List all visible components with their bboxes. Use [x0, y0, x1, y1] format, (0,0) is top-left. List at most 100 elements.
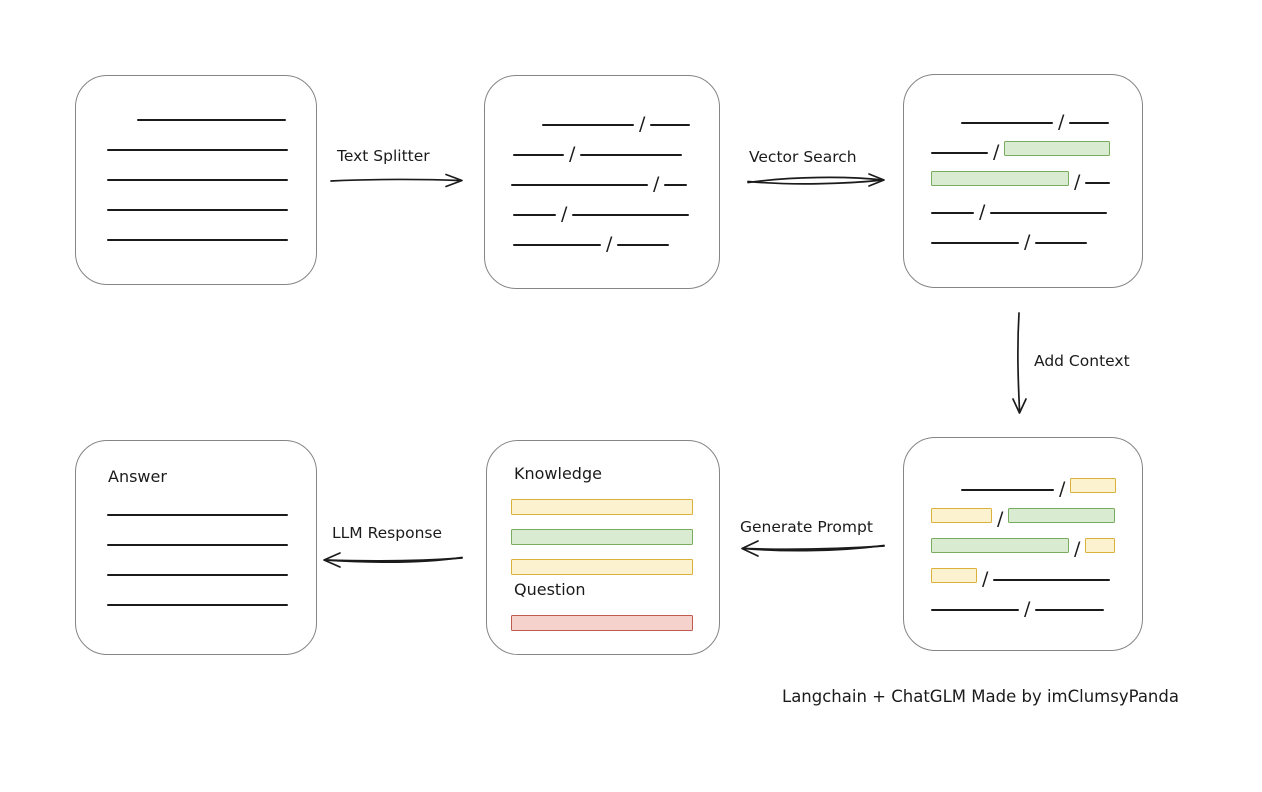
generate-prompt-label: Generate Prompt [740, 518, 873, 536]
text-line [107, 149, 288, 151]
text-line [664, 184, 688, 186]
text-line [1069, 122, 1110, 124]
red-highlight-chip [511, 615, 693, 631]
chunk-separator: / [1058, 111, 1065, 133]
diagram-row: / [931, 523, 1142, 560]
yellow-highlight-chip [1070, 478, 1117, 493]
chunk-separator: / [1059, 478, 1066, 500]
diagram-row [511, 601, 719, 631]
matched-chunk-lines: / / / / / [904, 75, 1142, 253]
diagram-row [107, 123, 316, 153]
diagram-row: / [931, 216, 1142, 253]
chunk-separator: / [997, 508, 1004, 530]
chunk-separator: / [1074, 171, 1081, 193]
text-line [107, 604, 288, 606]
box-title: Question [514, 580, 586, 599]
context-chunks-box: ///// [903, 437, 1143, 651]
text-line [107, 574, 288, 576]
chunk-separator: / [1074, 538, 1081, 560]
green-highlight-chip [931, 171, 1069, 186]
text-line [107, 514, 288, 516]
text-line [572, 214, 690, 216]
text-line [542, 124, 634, 126]
text-line [931, 152, 988, 154]
text-line [513, 214, 556, 216]
yellow-highlight-chip [931, 568, 977, 583]
chunk-separator: / [606, 233, 613, 255]
diagram-row: Question [514, 575, 719, 601]
text-line [1035, 242, 1088, 244]
diagram-row: Answer [108, 460, 316, 488]
text-line [107, 239, 288, 241]
diagram-row [107, 518, 316, 548]
diagram-row: / [961, 463, 1142, 500]
chunk-separator: / [993, 141, 1000, 163]
yellow-highlight-chip [511, 559, 693, 575]
diagram-row: / [513, 188, 719, 225]
diagram-row: / [542, 98, 719, 134]
diagram-row: / [513, 128, 719, 164]
text-line [513, 154, 564, 156]
diagram-row: / [513, 218, 719, 255]
diagram-row [107, 578, 316, 608]
text-line [1035, 609, 1105, 611]
diagram-row: Knowledge [514, 457, 719, 485]
text-line [650, 124, 691, 126]
source-document-box [75, 75, 317, 285]
text-line [990, 212, 1108, 214]
diagram-row: / [931, 553, 1142, 590]
credit-text: Langchain + ChatGLM Made by imClumsyPand… [782, 687, 1179, 706]
text-line [931, 242, 1019, 244]
diagram-row: / [931, 583, 1142, 619]
diagram-row [107, 213, 316, 243]
diagram-row [107, 548, 316, 578]
text-splitter-label: Text Splitter [337, 147, 430, 165]
chunk-separator: / [1024, 231, 1031, 253]
yellow-highlight-chip [931, 508, 992, 523]
chunk-separator: / [561, 203, 568, 225]
add-context-arrow [1012, 312, 1027, 414]
green-highlight-chip [511, 529, 693, 545]
text-line [513, 244, 601, 246]
vector-search-arrow [747, 173, 885, 187]
context-chunk-lines: ///// [904, 438, 1142, 619]
diagram-row: / [931, 156, 1142, 193]
chunk-separator: / [979, 201, 986, 223]
text-line [1085, 182, 1111, 184]
text-line [931, 212, 974, 214]
text-line [931, 609, 1019, 611]
llm-response-arrow [323, 552, 463, 568]
diagram-row [137, 93, 316, 123]
yellow-highlight-chip [511, 499, 693, 515]
box-title: Answer [108, 467, 167, 486]
diagram-row [511, 545, 719, 575]
text-line [511, 184, 648, 186]
diagram-row: / [931, 493, 1142, 530]
diagram-row [511, 485, 719, 515]
chunk-separator: / [982, 568, 989, 590]
diagram-row: / [961, 96, 1142, 133]
diagram-row: / [511, 158, 719, 195]
text-line [993, 579, 1111, 581]
split-chunks-box: ///// [484, 75, 720, 289]
green-highlight-chip [931, 538, 1069, 553]
chunk-separator: / [653, 173, 660, 195]
diagram-row [107, 183, 316, 213]
vector-search-label: Vector Search [749, 148, 857, 166]
diagram-row [107, 153, 316, 183]
text-line [617, 244, 670, 246]
diagram-row [511, 515, 719, 545]
text-line [137, 119, 286, 121]
diagram-row [107, 488, 316, 518]
diagram-row: / [931, 126, 1142, 163]
text-line [107, 544, 288, 546]
green-highlight-chip [1004, 141, 1111, 156]
text-line [580, 154, 683, 156]
text-line [107, 209, 288, 211]
text-line [107, 179, 288, 181]
document-lines [76, 76, 316, 243]
text-line [961, 122, 1053, 124]
generate-prompt-arrow [741, 540, 885, 557]
